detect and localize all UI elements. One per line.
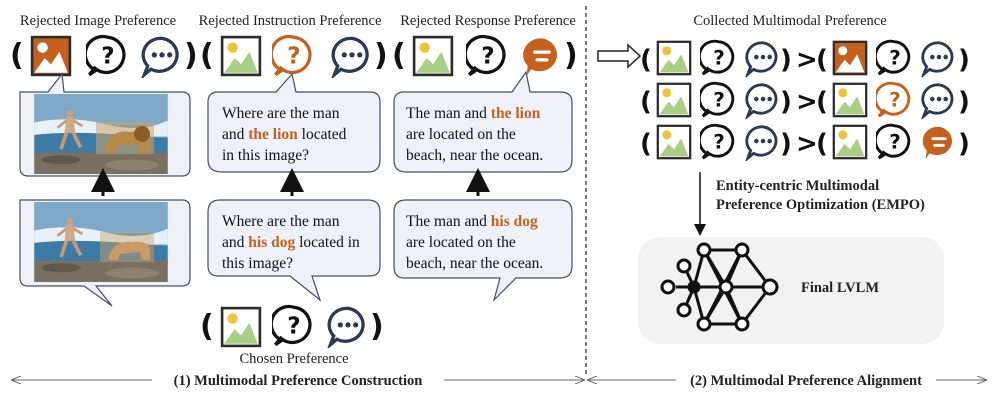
instruction-line-2: and his dog located in [222, 234, 360, 251]
response-line-2: are located on the [406, 126, 516, 143]
chosen-triplet: ( ) [200, 304, 384, 348]
bracket-open-icon: ( [200, 309, 214, 344]
instruction-line-3: this image? [222, 255, 293, 272]
image-icon [412, 35, 454, 77]
bracket-open-icon: ( [640, 87, 652, 117]
rejected-image-header: Rejected Image Preference [20, 13, 176, 29]
section-right-label: (2) Multimodal Preference Alignment [690, 373, 922, 389]
final-lvlm-panel [638, 237, 944, 344]
response-line-2: are located on the [406, 234, 516, 251]
bracket-close-icon: ) [564, 38, 578, 73]
chosen-response-bubble: The man and his dog are located on the b… [393, 199, 573, 303]
highlight-entity: his dog [248, 234, 295, 251]
response-icon [745, 125, 778, 160]
bracket-close-icon: ) [374, 38, 388, 73]
bracket-open-icon: ( [816, 129, 828, 159]
final-lvlm-label: Final LVLM [801, 280, 879, 296]
rejected-image-icon [832, 40, 868, 76]
empo-label-line-1: Entity-centric Multimodal [716, 178, 879, 194]
collected-row-instruction: ( ) > ( ) [640, 81, 970, 118]
rejected-question-icon [876, 81, 911, 118]
bracket-open-icon: ( [392, 38, 406, 73]
bracket-open-icon: ( [200, 38, 214, 73]
image-icon [832, 124, 868, 160]
bracket-close-icon: ) [958, 87, 970, 117]
question-icon [876, 39, 911, 76]
question-icon [466, 34, 506, 77]
bracket-close-icon: ) [958, 45, 970, 75]
bracket-open-icon: ( [10, 38, 24, 73]
chosen-image-bubble [19, 199, 191, 307]
bracket-open-icon: ( [640, 129, 652, 159]
rejected-image-bubble [19, 72, 191, 177]
rejected-instruction-triplet: ( ) [200, 34, 388, 77]
highlight-entity: the lion [491, 105, 541, 122]
response-line-1: The man and the lion [406, 105, 541, 122]
rejected-response-triplet: ( ) [392, 34, 578, 77]
chosen-preference-label: Chosen Preference [239, 351, 348, 367]
hollow-arrow-icon [597, 43, 642, 69]
bracket-close-icon: ) [958, 129, 970, 159]
rejected-instruction-header: Rejected Instruction Preference [199, 13, 382, 29]
collected-preference-header: Collected Multimodal Preference [693, 13, 886, 29]
question-icon [272, 304, 312, 347]
bracket-close-icon: ) [370, 309, 384, 344]
rejected-response-icon [523, 38, 558, 76]
question-icon [876, 123, 911, 160]
image-icon [656, 40, 692, 76]
response-icon [327, 306, 365, 347]
lion-mane [134, 126, 150, 142]
rejected-question-icon [272, 34, 312, 77]
bracket-close-icon: ) [780, 87, 792, 117]
image-icon [220, 306, 262, 348]
bracket-open-icon: ( [816, 87, 828, 117]
response-icon [745, 41, 778, 76]
response-icon [745, 83, 778, 118]
section-left-label: (1) Multimodal Preference Construction [174, 373, 423, 389]
rejected-response-icon [922, 126, 952, 160]
image-icon [656, 124, 692, 160]
image-icon [832, 82, 868, 118]
highlight-entity: his dog [491, 213, 538, 230]
response-line-3: beach, near the ocean. [406, 255, 543, 272]
question-icon [700, 81, 735, 118]
network-nodes [660, 242, 779, 332]
instruction-line-3: in this image? [222, 147, 309, 164]
greater-than-icon: > [796, 129, 818, 159]
chosen-instruction-bubble: Where are the man and his dog located in… [207, 199, 381, 302]
response-icon [141, 36, 179, 77]
dog-figure [108, 241, 150, 260]
instruction-line-1: Where are the man [222, 213, 340, 230]
rejected-image-triplet: ( ) [10, 34, 198, 77]
response-icon [921, 41, 954, 76]
bracket-close-icon: ) [184, 38, 198, 73]
instruction-line-1: Where are the man [222, 105, 340, 122]
response-line-3: beach, near the ocean. [406, 147, 543, 164]
instruction-line-2: and the lion located [222, 126, 347, 143]
question-icon [86, 34, 126, 77]
bracket-open-icon: ( [816, 45, 828, 75]
collected-row-response: ( ) > ( ) [640, 123, 970, 160]
empo-label-line-2: Preference Optimization (EMPO) [716, 197, 925, 213]
question-icon [700, 123, 735, 160]
greater-than-icon: > [796, 87, 818, 117]
rejected-instruction-bubble: Where are the man and the lion located i… [207, 72, 381, 173]
question-icon [700, 39, 735, 76]
response-icon [331, 36, 369, 77]
response-icon [921, 83, 954, 118]
image-icon [656, 82, 692, 118]
image-icon [220, 35, 262, 77]
rejected-response-header: Rejected Response Preference [400, 13, 576, 29]
bracket-open-icon: ( [640, 45, 652, 75]
rejected-response-bubble: The man and the lion are located on the … [393, 70, 573, 173]
response-line-1: The man and his dog [406, 213, 538, 230]
bracket-close-icon: ) [780, 129, 792, 159]
highlight-entity: the lion [248, 126, 298, 143]
rejected-image-icon [30, 35, 72, 77]
collected-row-image: ( ) > ( ) [640, 39, 970, 76]
greater-than-icon: > [796, 45, 818, 75]
bracket-close-icon: ) [780, 45, 792, 75]
